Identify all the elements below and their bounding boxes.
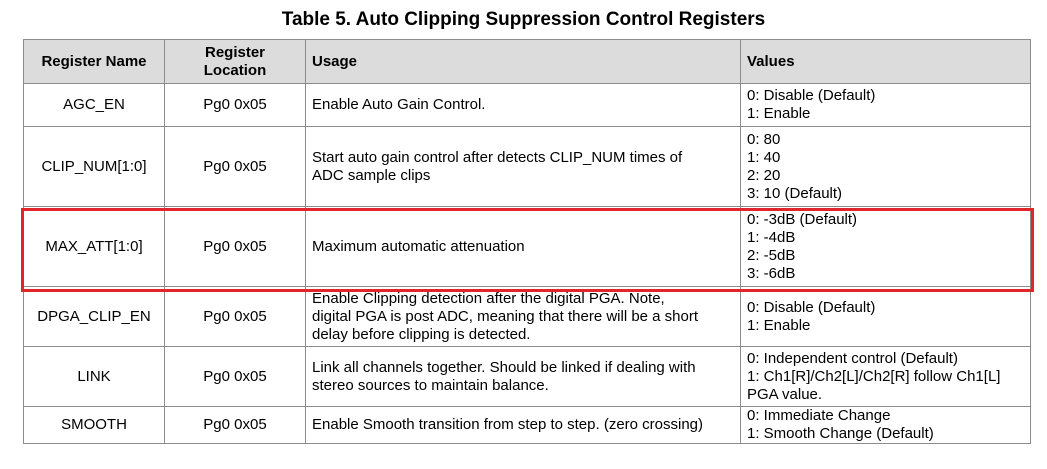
- value-line: 0: -3dB (Default): [747, 210, 858, 228]
- header-values: Values: [740, 39, 1031, 84]
- register-name-cell: LINK: [23, 346, 165, 407]
- usage-line: Enable Clipping detection after the digi…: [312, 289, 665, 307]
- usage-line: Maximum automatic attenuation: [312, 237, 525, 255]
- value-line: 1: Smooth Change (Default): [747, 425, 934, 442]
- usage-line: ADC sample clips: [312, 166, 431, 184]
- register-name-cell: CLIP_NUM[1:0]: [23, 126, 165, 207]
- value-line: 1: Ch1[R]/Ch2[L]/Ch2[R] follow Ch1[L]: [747, 367, 1001, 385]
- register-location-cell: Pg0 0x05: [164, 83, 306, 127]
- header-register-name: Register Name: [23, 39, 165, 84]
- values-cell: 0: Disable (Default)1: Enable: [740, 83, 1031, 127]
- register-location-cell: Pg0 0x05: [164, 286, 306, 347]
- table-row: CLIP_NUM[1:0]Pg0 0x05 Start auto gain con…: [23, 126, 1031, 207]
- usage-line: stereo sources to maintain balance.: [312, 376, 549, 394]
- value-line: 2: 20: [747, 166, 781, 184]
- register-location-cell: Pg0 0x05: [164, 206, 306, 287]
- register-location-cell: Pg0 0x05: [164, 406, 306, 444]
- register-location-cell: Pg0 0x05: [164, 126, 306, 207]
- usage-line: digital PGA is post ADC, meaning that th…: [312, 307, 699, 325]
- header-register-location: Register Location: [164, 39, 306, 84]
- usage-line: Enable Auto Gain Control.: [312, 96, 486, 113]
- value-line: 1: Enable: [747, 105, 811, 122]
- register-location-cell: Pg0 0x05: [164, 346, 306, 407]
- values-cell: 0: Disable (Default)1: Enable: [740, 286, 1031, 347]
- header-location-line: Register: [204, 43, 266, 61]
- table-caption: Table 5. Auto Clipping Suppression Contr…: [281, 9, 766, 30]
- usage-cell: Start auto gain control after detects CL…: [305, 126, 741, 207]
- value-line: PGA value.: [747, 385, 823, 403]
- value-line: 1: 40: [747, 148, 781, 166]
- value-line: 3: -6dB: [747, 264, 796, 282]
- value-line: 0: 80: [747, 130, 781, 148]
- table-row: MAX_ATT[1:0]Pg0 0x05 Maximum automatic at…: [23, 206, 1031, 287]
- value-line: 1: -4dB: [747, 228, 796, 246]
- value-line: 3: 10 (Default): [747, 184, 843, 202]
- value-line: 1: Enable: [747, 316, 811, 334]
- header-row: Register Name Register Location Usage Va…: [23, 39, 1031, 84]
- value-line: 0: Independent control (Default): [747, 349, 958, 367]
- usage-line: Enable Smooth transition from step to st…: [312, 416, 704, 433]
- header-usage: Usage: [305, 39, 741, 84]
- usage-cell: Maximum automatic attenuation: [305, 206, 741, 287]
- values-cell: 0: Independent control (Default)1: Ch1[R…: [740, 346, 1031, 407]
- register-name-cell: AGC_EN: [23, 83, 165, 127]
- usage-cell: Enable Auto Gain Control.: [305, 83, 741, 127]
- value-line: 0: Disable (Default): [747, 87, 876, 104]
- value-line: 0: Immediate Change: [747, 407, 891, 424]
- usage-cell: Enable Clipping detection after the digi…: [305, 286, 741, 347]
- usage-line: Link all channels together. Should be li…: [312, 358, 696, 376]
- register-name-cell: SMOOTH: [23, 406, 165, 444]
- usage-cell: Link all channels together. Should be li…: [305, 346, 741, 407]
- usage-cell: Enable Smooth transition from step to st…: [305, 406, 741, 444]
- header-location-line: Location: [203, 61, 267, 79]
- register-name-cell: DPGA_CLIP_EN: [23, 286, 165, 347]
- usage-line: Start auto gain control after detects CL…: [312, 148, 683, 166]
- register-name-cell: MAX_ATT[1:0]: [23, 206, 165, 287]
- value-line: 0: Disable (Default): [747, 298, 876, 316]
- usage-line: delay before clipping is detected.: [312, 325, 531, 343]
- registers-table: Register Name Register Location Usage Va…: [23, 39, 1031, 444]
- value-line: 2: -5dB: [747, 246, 796, 264]
